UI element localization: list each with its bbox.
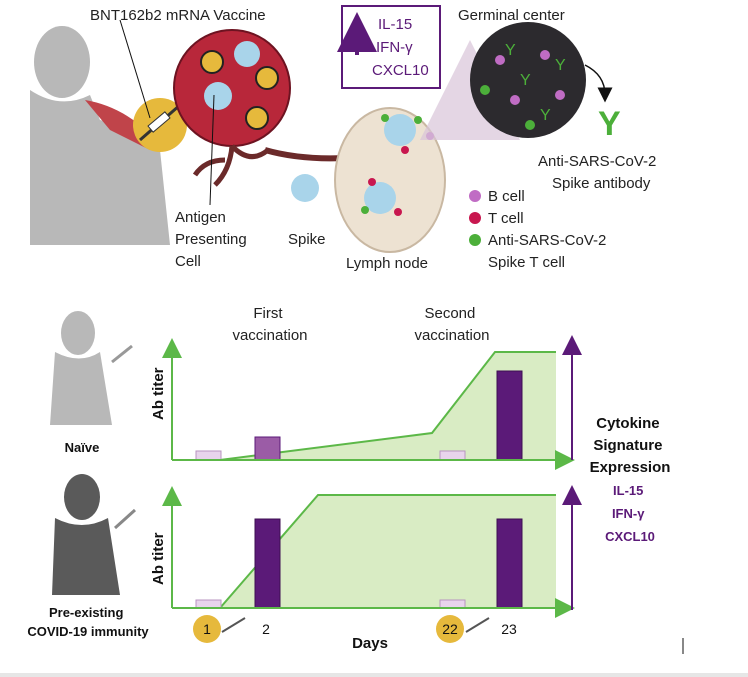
vaccine-circle [173,29,291,147]
antibody-icon: Y [598,105,621,143]
spike-label: Spike [288,231,326,248]
naive-ylabel: Ab titer [150,367,167,420]
immune-bar-4 [496,518,523,609]
syringe-icon [465,617,490,633]
cytokine-list: IL-15 IFN-γ CXCL10 [605,483,655,544]
spike-cell-icon [291,174,319,202]
naive-bar-3 [439,450,466,461]
legend-spike-t-cell: Anti-SARS-CoV-2 [488,232,606,249]
naive-person-icon [50,311,133,425]
immune-ylabel: Ab titer [150,532,167,585]
day-2-label: 2 [262,621,270,637]
lymph-node-icon [334,107,446,253]
svg-text:Y: Y [505,42,516,59]
legend-t-cell: T cell [488,210,524,227]
naive-bar-2 [254,436,281,461]
lymph-node-label: Lymph node [346,255,428,272]
naive-label: Naïve [65,440,100,455]
xlabel: Days [352,635,388,652]
day-1-badge [193,615,221,643]
vaccine-label: BNT162b2 mRNA Vaccine [90,7,266,24]
naive-chart [162,338,575,470]
naive-area [172,352,556,460]
immune-bar-2 [254,518,281,609]
first-vaccination-label: First vaccination [232,305,307,344]
svg-text:Y: Y [540,107,551,124]
preexisting-label: Pre-existing COVID-19 immunity [27,605,149,639]
immune-bar-1 [195,599,222,609]
legend: B cell T cell Anti-SARS-CoV-2 Spike T ce… [469,188,606,271]
syringe-icon [221,617,246,633]
day-22-label: 22 [442,621,458,637]
legend-spike-t-cell-line2: Spike T cell [488,254,565,271]
day-1-label: 1 [203,621,211,637]
cytokine-signature-label: Cytokine Signature Expression [590,415,671,476]
immune-bar-3 [439,599,466,609]
day-23-label: 23 [501,621,517,637]
immune-person-icon [52,474,137,595]
svg-text:Y: Y [520,72,531,89]
naive-bar-1 [195,450,222,461]
second-vaccination-label: Second vaccination [414,305,489,344]
person-silhouette-icon [30,26,170,245]
cytokines-box-text: IL-15 IFN-γ CXCL10 [372,16,429,79]
germinal-center-icon: Y Y Y Y [470,22,586,138]
legend-b-cell-swatch [469,190,481,202]
day-22-badge [436,615,464,643]
legend-b-cell: B cell [488,188,525,205]
legend-spike-t-cell-swatch [469,234,481,246]
svg-text:Y: Y [555,57,566,74]
naive-bar-4 [496,370,523,461]
antibody-label: Anti-SARS-CoV-2 Spike antibody [538,153,661,192]
legend-t-cell-swatch [469,212,481,224]
apc-label: Antigen Presenting Cell [175,209,251,270]
immune-chart [162,486,575,618]
injection-site-icon [133,98,187,152]
cytokines-box: IL-15 IFN-γ CXCL10 [337,5,441,89]
germinal-center-label: Germinal center [458,7,565,24]
